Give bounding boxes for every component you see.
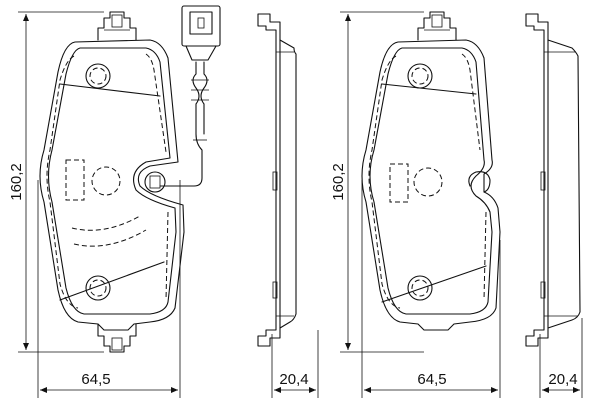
pad-1-width-label: 64,5 <box>81 371 110 388</box>
pad-1-bottom-clip <box>97 323 137 353</box>
pad-2-thickness-dimension: 20,4 <box>539 318 583 398</box>
pad-1-side-view <box>257 13 297 347</box>
pad-2-outline <box>361 39 501 331</box>
pad-2-friction-outline <box>369 47 493 315</box>
pad-1-wear-sensor-clip <box>144 171 166 193</box>
pad-2-lower-bolt-hole <box>407 275 433 301</box>
pad-2-width-label: 64,5 <box>417 371 446 388</box>
pad-1-outline <box>39 39 185 331</box>
pad-1-height-label: 160,2 <box>8 163 25 201</box>
pad-1-top-clip <box>97 11 137 41</box>
pad-2-thickness-label: 20,4 <box>548 371 577 388</box>
pad-2-side-view <box>525 13 581 347</box>
pad-1-upper-bolt-hole <box>85 63 111 89</box>
pad-1-friction-outline <box>47 47 177 315</box>
pad-1-lower-bolt-hole <box>85 275 111 301</box>
pad-2-width-dimension: 64,5 <box>361 180 501 398</box>
pad-1-width-dimension: 64,5 <box>37 180 181 398</box>
pad-1-wear-sensor-cable <box>159 61 209 187</box>
pad-2-front-view <box>361 11 501 331</box>
pad-2-top-clip <box>417 11 457 41</box>
pad-2-height-dimension: 160,2 <box>330 11 424 353</box>
pad-2-sensor-notch <box>468 171 491 193</box>
pad-2-upper-bolt-hole <box>407 63 433 89</box>
pad-1-front-view <box>39 5 221 353</box>
pad-1-thickness-label: 20,4 <box>279 371 308 388</box>
pad-1-thickness-dimension: 20,4 <box>271 330 319 398</box>
pad-2-height-label: 160,2 <box>330 163 347 201</box>
pad-1-sensor-connector <box>181 5 221 61</box>
pad-1-height-dimension: 160,2 <box>8 11 104 353</box>
